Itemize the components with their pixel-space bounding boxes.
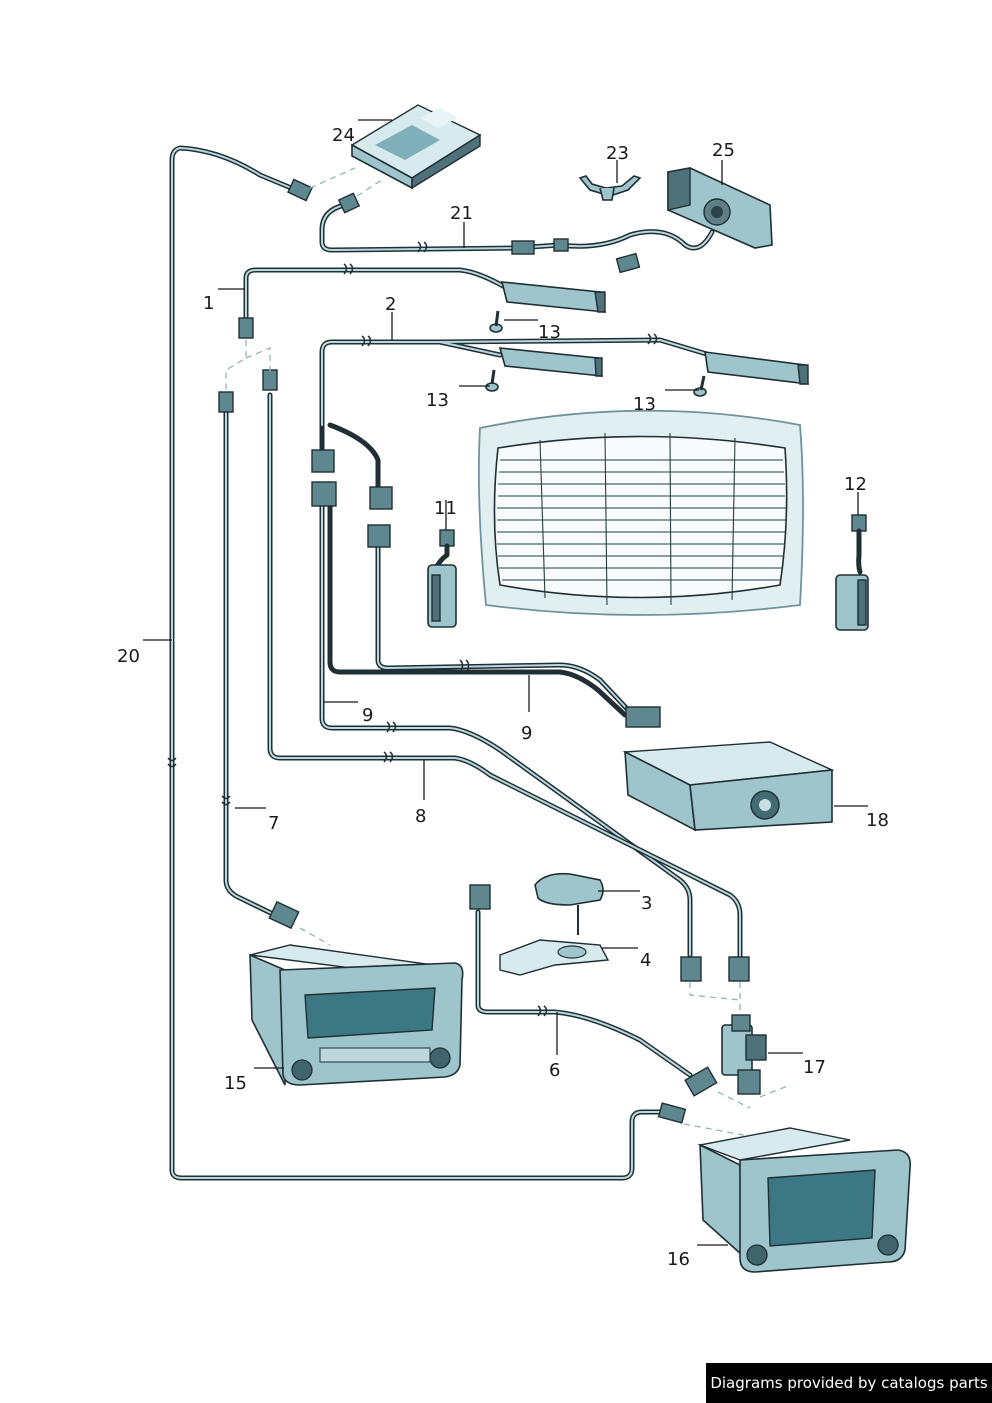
part-4-mounting-plate: [499, 939, 610, 976]
screw-icon: [489, 310, 503, 333]
label-15: 15: [224, 1073, 247, 1094]
part-2-antenna-amplifier-right: [704, 351, 809, 385]
label-12: 12: [844, 474, 867, 495]
screw-icon: [693, 375, 707, 397]
part-11-filter: [427, 529, 457, 628]
part-17-adapter: [721, 1014, 767, 1095]
label-24: 24: [332, 125, 355, 146]
credit-text: Diagrams provided by catalogs parts: [710, 1374, 988, 1392]
cable-20: [169, 145, 663, 1181]
label-9-right: 9: [521, 723, 532, 744]
label-6: 6: [549, 1060, 560, 1081]
part-2-antenna-amplifier-left: [498, 347, 604, 377]
label-13-c: 13: [633, 394, 656, 415]
leader-lines: [143, 119, 868, 1246]
credit-badge: Diagrams provided by catalogs parts: [706, 1363, 992, 1403]
part-16-navigation: [697, 1127, 912, 1273]
label-21: 21: [450, 203, 473, 224]
label-17: 17: [803, 1057, 826, 1078]
label-7: 7: [268, 813, 279, 834]
connection-dashes: [225, 167, 791, 1141]
label-25: 25: [712, 140, 735, 161]
rear-window: [477, 409, 804, 616]
label-23: 23: [606, 143, 629, 164]
label-1: 1: [203, 293, 214, 314]
label-13-a: 13: [538, 322, 561, 343]
cable-6: [475, 909, 693, 1078]
part-number-labels: 1 2 3 4 6 7 8 9 9 11 12 13 13 13 15 16 1…: [117, 125, 889, 1270]
label-18: 18: [866, 810, 889, 831]
part-18-media-unit: [622, 741, 835, 832]
label-11: 11: [434, 498, 457, 519]
cable-9-left: [319, 502, 693, 958]
part-12-filter: [835, 514, 869, 631]
cable-1: [243, 267, 513, 328]
label-16: 16: [667, 1249, 690, 1270]
part-15-radio: [249, 944, 464, 1086]
part-3-antenna-module: [534, 872, 604, 935]
label-9-left: 9: [362, 705, 373, 726]
label-3: 3: [641, 893, 652, 914]
label-20: 20: [117, 646, 140, 667]
cable-2: [319, 337, 713, 493]
part-23-bracket: [578, 175, 642, 201]
screw-icon: [485, 369, 499, 392]
label-13-b: 13: [426, 390, 449, 411]
part-1-antenna-amplifier: [500, 281, 607, 313]
cable-7: [223, 407, 278, 918]
part-25-camera: [667, 167, 773, 249]
cable-break-marks: [167, 241, 658, 1017]
label-8: 8: [415, 806, 426, 827]
cable-9-right: [327, 502, 633, 718]
label-2: 2: [385, 294, 396, 315]
cable-21: [319, 202, 715, 253]
part-24-control-module: [350, 104, 482, 190]
cable-8: [267, 392, 743, 961]
connectors: [218, 178, 750, 1124]
label-4: 4: [640, 950, 651, 971]
